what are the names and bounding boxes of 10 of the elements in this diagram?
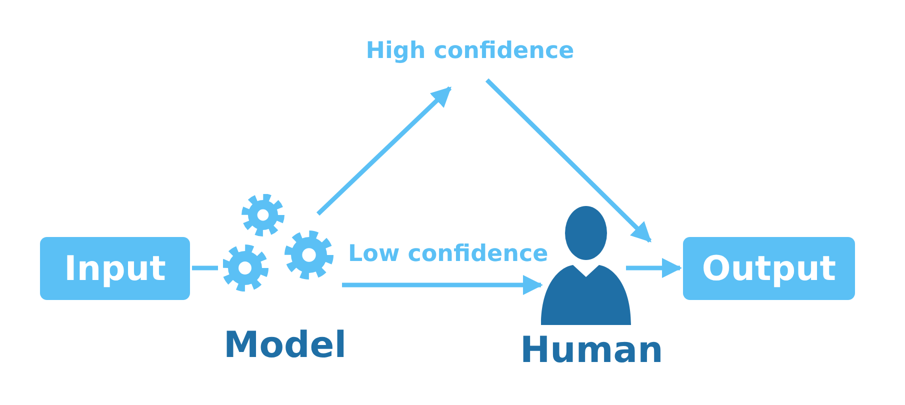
- process-box: Output: [683, 237, 855, 300]
- arrow: [316, 86, 452, 216]
- node-label: High confidence: [340, 38, 600, 70]
- arrow: [485, 78, 652, 243]
- node-label: Model: [222, 325, 348, 366]
- connector-line: [192, 266, 218, 270]
- arrow: [626, 258, 682, 278]
- arrow: [342, 274, 544, 296]
- process-box: Input: [40, 237, 190, 300]
- node-label: Human: [520, 330, 660, 371]
